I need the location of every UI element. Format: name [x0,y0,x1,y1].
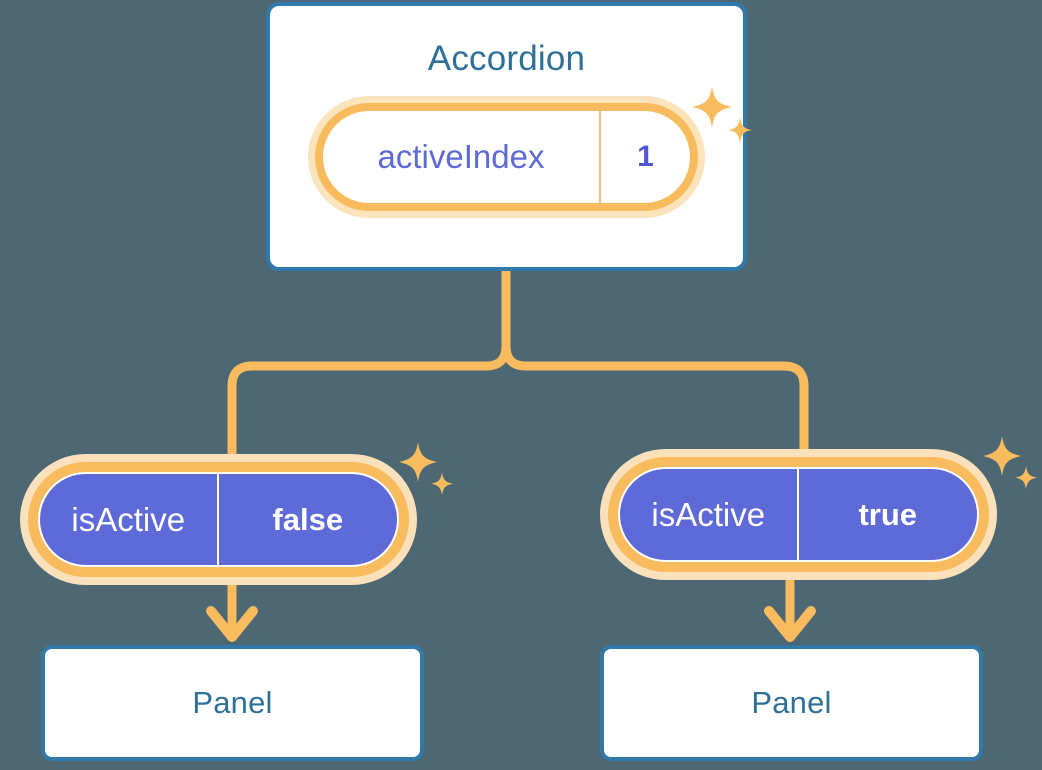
panel-title: Panel [192,685,273,720]
accordion-title: Accordion [427,39,586,78]
prop-pill-isactive-right[interactable]: isActive true [600,449,997,580]
sparkle-icon-root [688,84,756,152]
sparkle-icon-left [396,440,458,504]
state-key-label: activeIndex [323,111,601,203]
prop-value-label: true [858,496,918,532]
connector-root-split-left [227,341,511,467]
pill-body: isActive true [618,467,979,562]
prop-key-label: isActive [620,469,799,560]
prop-key-label: isActive [40,474,219,565]
prop-value-label: false [272,501,344,537]
prop-pill-isactive-left[interactable]: isActive false [20,454,417,585]
state-value-label: 1 [637,140,654,173]
arrow-down-icon-right [764,575,816,642]
pill-body: activeIndex 1 [323,111,690,203]
arrow-down-icon-left [206,580,258,642]
panel-title: Panel [751,685,832,720]
panel-component-card-left[interactable]: Panel [41,645,424,761]
panel-component-card-right[interactable]: Panel [600,645,983,761]
connector-root-split [501,266,809,465]
state-pill-activeindex[interactable]: activeIndex 1 [308,96,705,218]
pill-body: isActive false [38,472,399,567]
sparkle-icon-right [980,434,1042,498]
